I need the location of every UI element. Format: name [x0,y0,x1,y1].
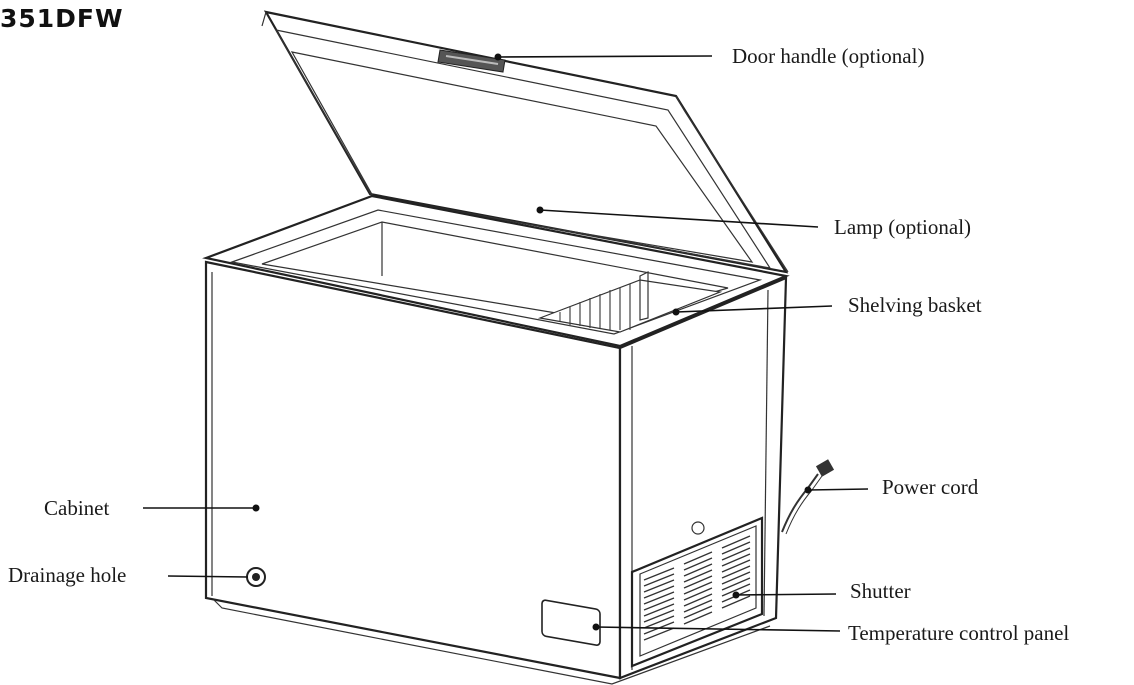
label-power-cord: Power cord [882,475,979,499]
leader-dots [252,53,812,631]
label-cabinet: Cabinet [44,496,109,520]
drainage-hole-icon [246,567,266,587]
label-temperature-control-panel: Temperature control panel [848,621,1069,645]
leader-lines [143,55,869,632]
model-number: 351DFW [0,4,124,33]
label-lamp: Lamp (optional) [834,215,971,239]
lid [261,10,789,274]
label-shutter: Shutter [850,579,911,603]
label-drainage-hole: Drainage hole [8,563,126,587]
label-door-handle: Door handle (optional) [732,44,924,68]
shelving-basket-icon [537,271,723,333]
power-cord-icon [781,459,835,535]
door-handle-icon [437,49,506,73]
shutter-vent-icon [630,516,764,668]
label-shelving-basket: Shelving basket [848,293,982,317]
